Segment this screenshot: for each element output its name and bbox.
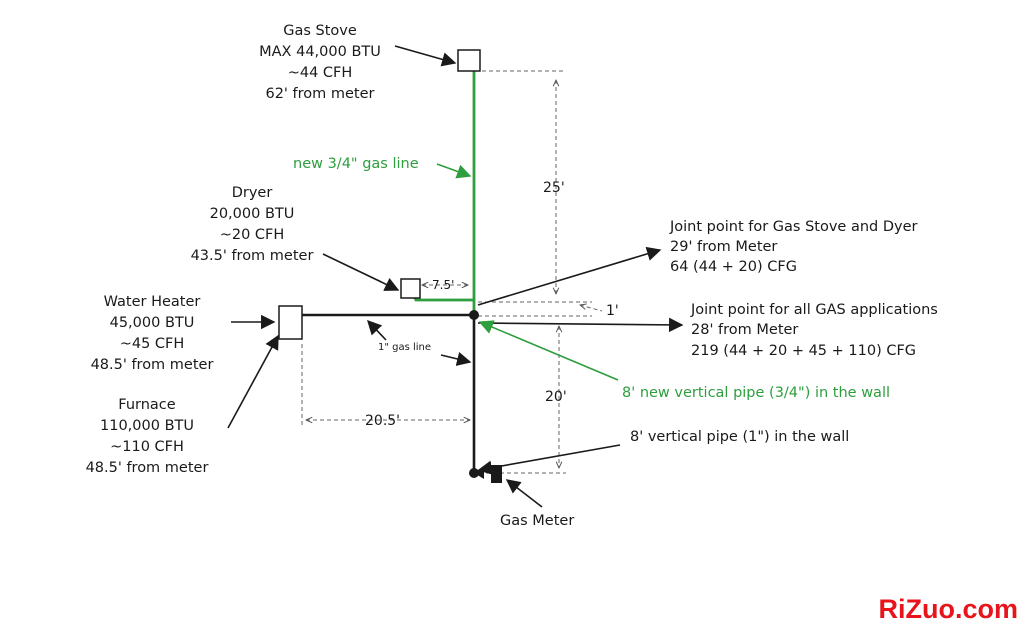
label-joint-stove-dryer: Joint point for Gas Stove and Dyer 29' f… <box>669 219 918 275</box>
arrows <box>227 45 684 508</box>
label-water-heater: Water Heater 45,000 BTU ~45 CFH 48.5' fr… <box>91 294 214 373</box>
dryer-distance: 43.5' from meter <box>191 248 314 264</box>
joint-stove-dryer-flow: 64 (44 + 20) CFG <box>670 259 797 275</box>
one-inch-vertical-arrow <box>440 351 472 366</box>
dryer-cfh: ~20 CFH <box>220 227 285 243</box>
label-dryer: Dryer 20,000 BTU ~20 CFH 43.5' from mete… <box>191 185 314 264</box>
stove-arrow <box>394 45 457 67</box>
water-heater-name: Water Heater <box>104 294 201 310</box>
gas-meter-icon <box>491 465 502 483</box>
label-stove: Gas Stove MAX 44,000 BTU ~44 CFH 62' fro… <box>259 23 381 102</box>
dim-25-label: 25' <box>543 180 565 196</box>
gas-meter-arrow <box>505 479 543 508</box>
stove-distance: 62' from meter <box>265 86 374 102</box>
joint-stove-dryer-arrow <box>477 246 662 306</box>
water-heater-btu: 45,000 BTU <box>110 315 195 331</box>
vertical-pipe-label: 8' vertical pipe (1") in the wall <box>630 429 849 445</box>
furnace-name: Furnace <box>118 397 175 413</box>
dryer-arrow <box>322 253 400 291</box>
furnace-cfh: ~110 CFH <box>110 439 184 455</box>
joint-all-dot <box>469 310 479 320</box>
joint-stove-dryer-distance: 29' from Meter <box>670 239 777 255</box>
new-vertical-arrow <box>478 320 619 381</box>
brand-watermark: RiZuo.com <box>879 594 1019 624</box>
heater-furnace-box <box>278 305 303 340</box>
dryer-connection-box <box>400 278 421 299</box>
dryer-btu: 20,000 BTU <box>210 206 295 222</box>
new-line-label: new 3/4" gas line <box>293 156 419 172</box>
joint-all-flow: 219 (44 + 20 + 45 + 110) CFG <box>691 343 916 359</box>
joint-all-arrow <box>477 317 684 333</box>
stove-btu: MAX 44,000 BTU <box>259 44 381 60</box>
gas-meter-label: Gas Meter <box>500 513 574 529</box>
joint-stove-dryer-title: Joint point for Gas Stove and Dyer <box>669 219 918 235</box>
water-heater-cfh: ~45 CFH <box>120 336 185 352</box>
dim-20-label: 20' <box>545 389 567 405</box>
dim-1-line <box>580 305 603 312</box>
dim-1-label: 1' <box>606 303 619 319</box>
dim-7-5-label: 7.5' <box>432 278 454 292</box>
label-joint-all: Joint point for all GAS applications 28'… <box>690 302 938 359</box>
joint-all-title: Joint point for all GAS applications <box>690 302 938 318</box>
one-inch-line-label: 1" gas line <box>378 342 431 353</box>
furnace-arrow <box>227 334 279 429</box>
new-vertical-label: 8' new vertical pipe (3/4") in the wall <box>622 385 890 401</box>
label-furnace: Furnace 110,000 BTU ~110 CFH 48.5' from … <box>86 397 209 476</box>
joint-all-distance: 28' from Meter <box>691 322 798 338</box>
furnace-distance: 48.5' from meter <box>86 460 209 476</box>
stove-cfh: ~44 CFH <box>288 65 353 81</box>
new-line-arrow <box>436 163 472 179</box>
dim-20-5-label: 20.5' <box>365 413 400 429</box>
one-inch-line-arrow <box>367 319 387 341</box>
stove-name: Gas Stove <box>283 23 357 39</box>
vertical-pipe-arrow <box>477 444 621 475</box>
stove-connection-box <box>457 49 481 72</box>
dryer-name: Dryer <box>232 185 273 201</box>
dimension-lines <box>301 70 603 474</box>
water-heater-distance: 48.5' from meter <box>91 357 214 373</box>
furnace-btu: 110,000 BTU <box>100 418 194 434</box>
pipes <box>300 69 476 475</box>
